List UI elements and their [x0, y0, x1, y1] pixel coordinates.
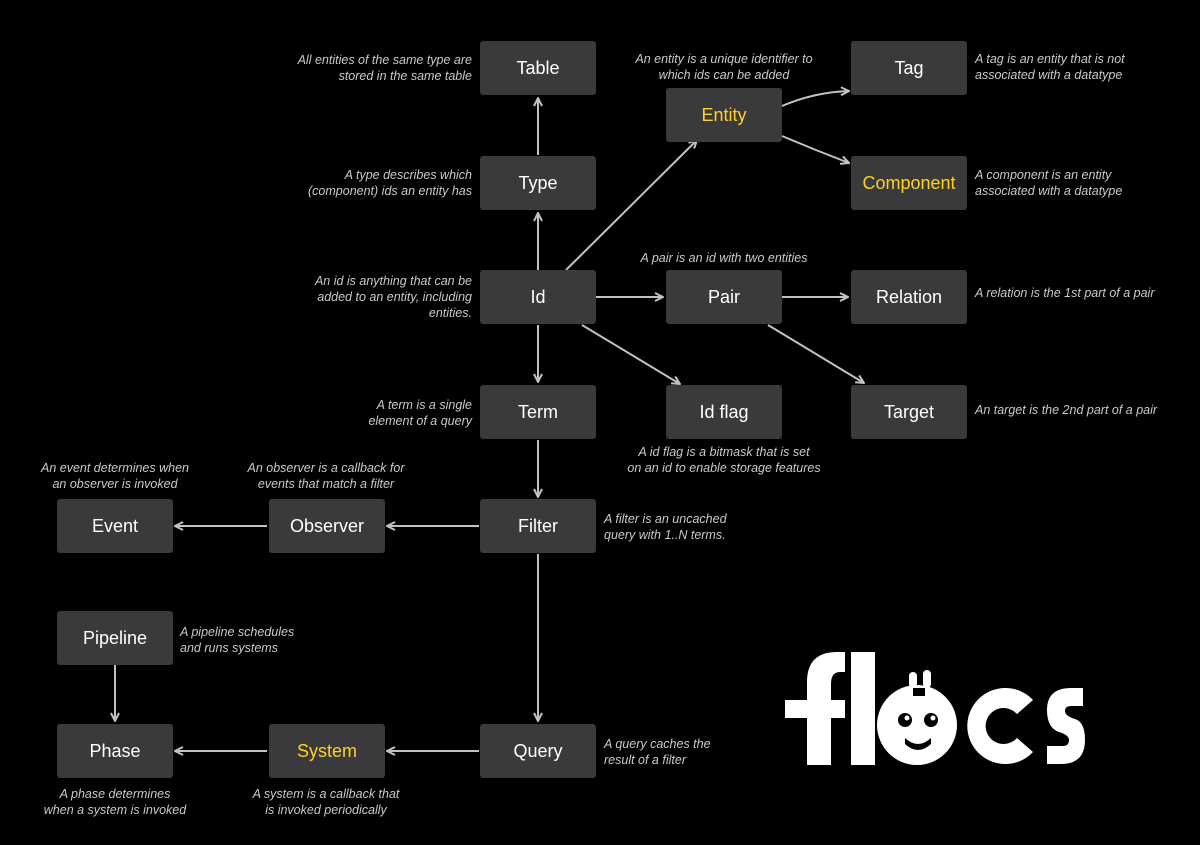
node-event: Event [57, 499, 173, 553]
note-type: A type describes which (component) ids a… [308, 167, 472, 199]
note-target: An target is the 2nd part of a pair [975, 402, 1157, 418]
note-line: added to an entity, including [317, 290, 472, 304]
note-line: An observer is a callback for [247, 461, 405, 475]
note-line: associated with a datatype [975, 68, 1123, 82]
note-line: events that match a filter [257, 477, 395, 491]
node-system: System [269, 724, 385, 778]
note-line: A id flag is a bitmask that is set [638, 445, 810, 459]
note-line: (component) ids an entity has [308, 184, 472, 198]
node-entity: Entity [666, 88, 782, 142]
note-table: All entities of the same type are stored… [298, 52, 472, 84]
note-event: An event determines when an observer is … [15, 460, 215, 492]
note-line: An target is the 2nd part of a pair [975, 403, 1158, 417]
note-line: A type describes which [344, 168, 472, 182]
node-component: Component [851, 156, 967, 210]
note-line: result of a filter [604, 753, 686, 767]
node-id: Id [480, 270, 596, 324]
note-line: A query caches the [604, 737, 711, 751]
note-line: an observer is invoked [52, 477, 178, 491]
note-line: stored in the same table [338, 69, 472, 83]
note-line: is invoked periodically [265, 803, 387, 817]
note-line: A pipeline schedules [180, 625, 295, 639]
note-line: A pair is an id with two entities [640, 251, 808, 265]
node-idflag: Id flag [666, 385, 782, 439]
note-query: A query caches the result of a filter [604, 736, 711, 768]
node-target: Target [851, 385, 967, 439]
note-filter: A filter is an uncached query with 1..N … [604, 511, 727, 543]
note-line: associated with a datatype [975, 184, 1123, 198]
note-line: entities. [428, 306, 472, 320]
node-pair: Pair [666, 270, 782, 324]
note-entity: An entity is a unique identifier to whic… [604, 51, 844, 83]
note-phase: A phase determines when a system is invo… [15, 786, 215, 818]
note-line: All entities of the same type are [297, 53, 472, 67]
note-line: which ids can be added [658, 68, 790, 82]
note-idflag: A id flag is a bitmask that is set on an… [604, 444, 844, 476]
note-line: element of a query [368, 414, 472, 428]
note-line: An entity is a unique identifier to [635, 52, 813, 66]
note-line: query with 1..N terms. [604, 528, 726, 542]
note-term: A term is a single element of a query [368, 397, 472, 429]
node-type: Type [480, 156, 596, 210]
edge-entity-component [781, 135, 849, 163]
edge-id-entity [565, 140, 697, 271]
note-pipeline: A pipeline schedules and runs systems [180, 624, 294, 656]
node-filter: Filter [480, 499, 596, 553]
note-line: on an id to enable storage features [627, 461, 821, 475]
note-pair: A pair is an id with two entities [604, 250, 844, 266]
note-line: A filter is an uncached [604, 512, 727, 526]
node-phase: Phase [57, 724, 173, 778]
node-table: Table [480, 41, 596, 95]
note-line: A relation is the 1st part of a pair [975, 286, 1155, 300]
note-component: A component is an entity associated with… [975, 167, 1122, 199]
edge-pair-target [767, 324, 864, 383]
note-id: An id is anything that can be added to a… [315, 273, 472, 321]
note-system: A system is a callback that is invoked p… [226, 786, 426, 818]
node-relation: Relation [851, 270, 967, 324]
node-pipeline: Pipeline [57, 611, 173, 665]
note-line: A tag is an entity that is not [975, 52, 1125, 66]
node-term: Term [480, 385, 596, 439]
note-relation: A relation is the 1st part of a pair [975, 285, 1155, 301]
node-tag: Tag [851, 41, 967, 95]
edge-id-idflag [581, 324, 680, 384]
note-line: and runs systems [180, 641, 278, 655]
edge-entity-tag [781, 91, 849, 107]
note-line: A system is a callback that [252, 787, 400, 801]
node-query: Query [480, 724, 596, 778]
note-line: An id is anything that can be [314, 274, 472, 288]
note-tag: A tag is an entity that is not associate… [975, 51, 1125, 83]
note-line: An event determines when [40, 461, 189, 475]
note-line: A phase determines [59, 787, 171, 801]
flecs-logo [785, 652, 1085, 765]
note-line: A term is a single [376, 398, 472, 412]
note-line: A component is an entity [975, 168, 1112, 182]
node-observer: Observer [269, 499, 385, 553]
note-observer: An observer is a callback for events tha… [226, 460, 426, 492]
note-line: when a system is invoked [43, 803, 187, 817]
